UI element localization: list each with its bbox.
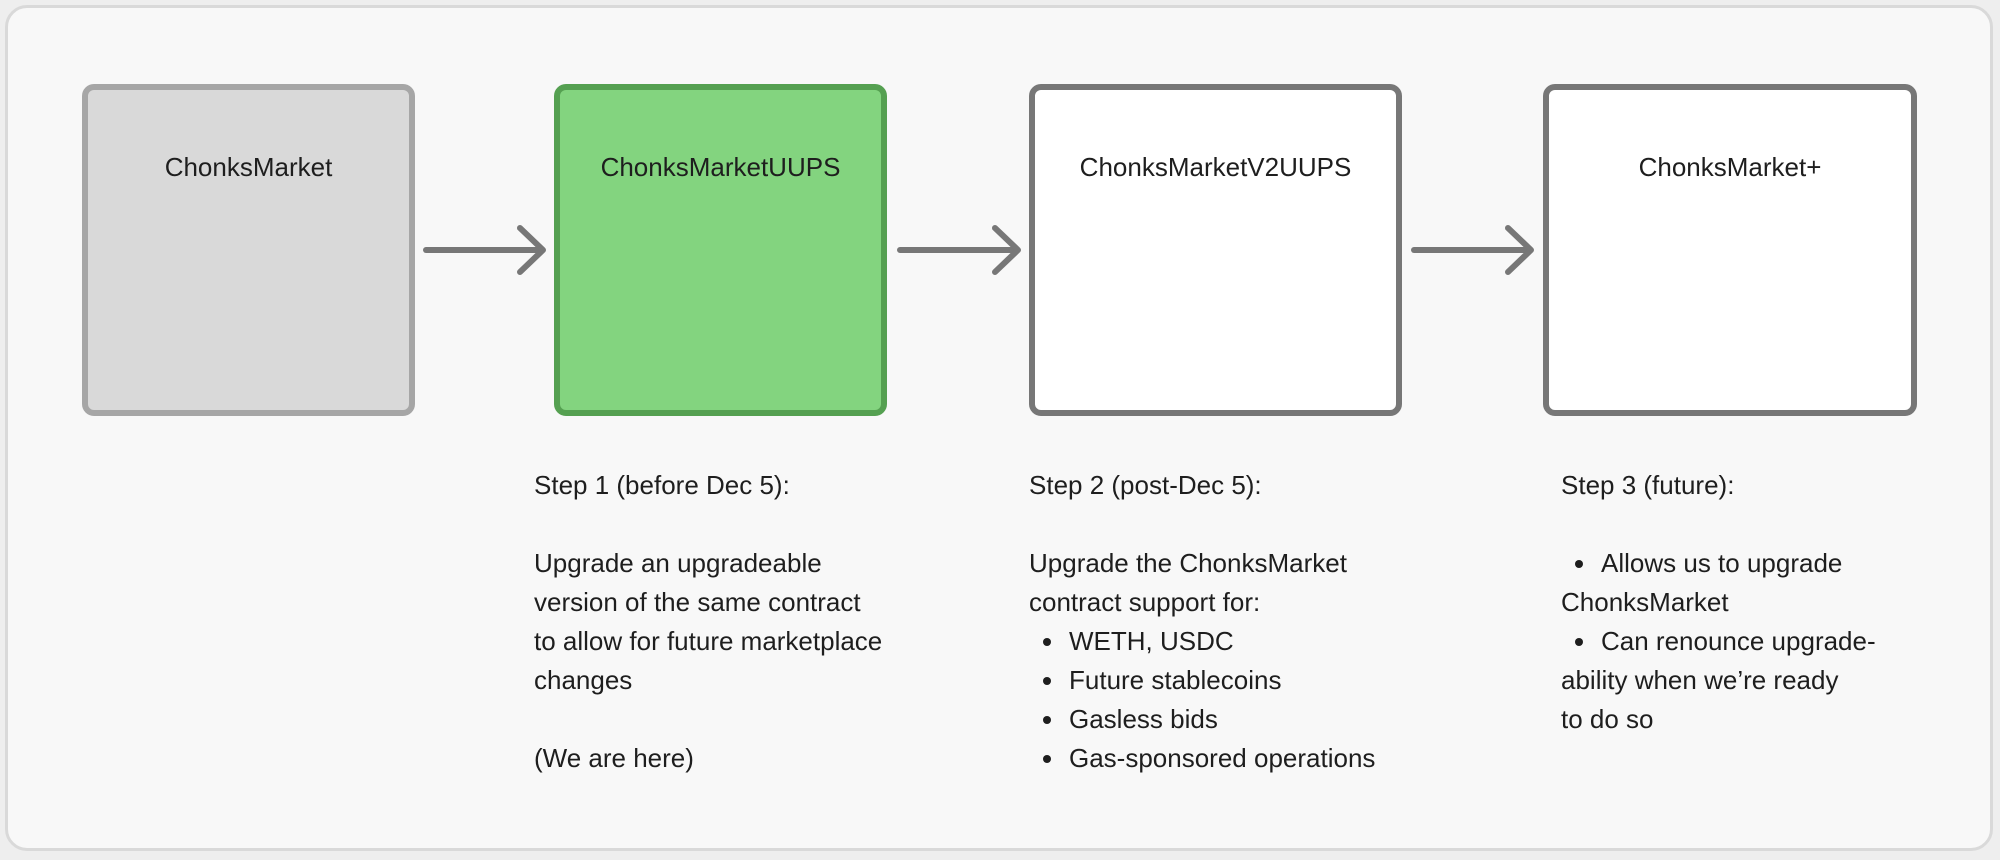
step1-line-3: to allow for future marketplace xyxy=(534,626,883,656)
list-item: Allows us to upgrade xyxy=(1561,544,1961,583)
step1-line-4: changes xyxy=(534,665,633,695)
step2-line-2: contract support for: xyxy=(1029,587,1261,617)
list-item: Can renounce upgrade- xyxy=(1561,622,1961,661)
list-item: WETH, USDC xyxy=(1029,622,1469,661)
step3-bullet2-continuation-1: ability when we’re ready xyxy=(1561,665,1839,695)
step3-bullet2-continuation-2: to do so xyxy=(1561,704,1654,734)
step1-line-1: Upgrade an upgradeable xyxy=(534,548,822,578)
step2-heading: Step 2 (post-Dec 5): xyxy=(1029,470,1262,500)
node-chonks-market-label: ChonksMarket xyxy=(164,151,333,182)
node-chonks-market-v2-uups: ChonksMarketV2UUPS xyxy=(1029,84,1402,416)
list-item: Gasless bids xyxy=(1029,700,1469,739)
node-chonks-market-plus-label: ChonksMarket+ xyxy=(1638,151,1822,182)
node-chonks-market-uups-label: ChonksMarketUUPS xyxy=(600,151,841,182)
list-item: Gas-sponsored operations xyxy=(1029,739,1469,778)
step3-bullet1-continuation: ChonksMarket xyxy=(1561,587,1729,617)
step3-bullet-list-2: Can renounce upgrade- xyxy=(1561,622,1961,661)
step2-bullet-list: WETH, USDC Future stablecoins Gasless bi… xyxy=(1029,622,1469,778)
step1-heading: Step 1 (before Dec 5): xyxy=(534,470,790,500)
step3-note: Step 3 (future): Allows us to upgrade Ch… xyxy=(1561,466,1961,739)
node-chonks-market-uups: ChonksMarketUUPS xyxy=(554,84,887,416)
step2-line-1: Upgrade the ChonksMarket xyxy=(1029,548,1347,578)
step1-line-2: version of the same contract xyxy=(534,587,861,617)
node-chonks-market-v2-uups-label: ChonksMarketV2UUPS xyxy=(1079,151,1352,182)
node-chonks-market: ChonksMarket xyxy=(82,84,415,416)
step3-heading: Step 3 (future): xyxy=(1561,470,1735,500)
step1-status-note: (We are here) xyxy=(534,743,694,773)
step1-note: Step 1 (before Dec 5): Upgrade an upgrad… xyxy=(534,466,974,778)
list-item: Future stablecoins xyxy=(1029,661,1469,700)
node-chonks-market-plus: ChonksMarket+ xyxy=(1543,84,1917,416)
step3-bullet-list: Allows us to upgrade xyxy=(1561,544,1961,583)
step2-note: Step 2 (post-Dec 5): Upgrade the ChonksM… xyxy=(1029,466,1469,778)
